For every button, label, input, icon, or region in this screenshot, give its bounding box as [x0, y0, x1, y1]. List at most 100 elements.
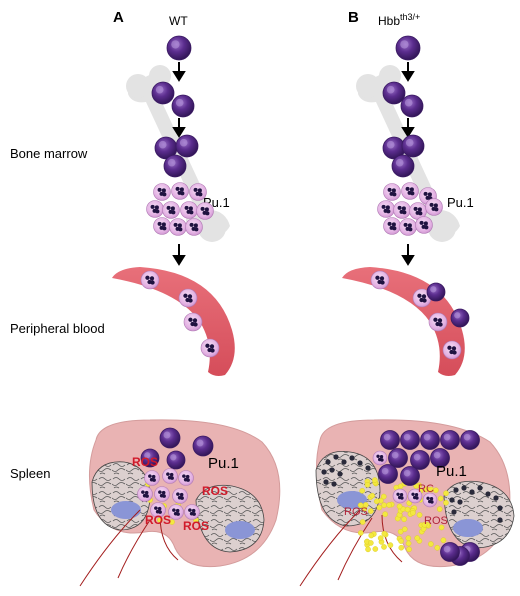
ros-particle [410, 510, 416, 516]
row-label-bone-marrow: Bone marrow [10, 146, 88, 161]
neutrophil-cell [412, 288, 432, 308]
ros-particle [404, 506, 411, 513]
neutrophil-cell [144, 470, 160, 486]
neutrophil-cell [140, 270, 160, 290]
neutrophil-cell [196, 202, 214, 220]
neutrophil-cell [153, 183, 171, 201]
neutrophil-cell [172, 488, 188, 504]
neutrophil-cell [392, 488, 408, 504]
spleen-b-ros-particles [357, 477, 449, 553]
ros-particle [414, 535, 420, 541]
neutrophil-cell [393, 201, 411, 219]
neutrophil-cell [162, 468, 178, 484]
neutrophil-cell [150, 502, 166, 518]
ros-particle [382, 511, 388, 517]
ros-particle [398, 544, 405, 551]
neutrophil-cell [178, 288, 198, 308]
panel-a-genotype: WT [169, 14, 188, 28]
arrows-b [401, 62, 415, 266]
neutrophil-cell [180, 201, 198, 219]
progenitor-cell [192, 435, 214, 457]
ros-particle [434, 544, 441, 551]
ros-particle [433, 487, 439, 493]
neutrophil-cell [189, 183, 207, 201]
ros-particle [443, 490, 449, 497]
progenitor-cell [400, 466, 420, 486]
ros-particle [387, 542, 394, 548]
spleen-a-ros-3: ROS [145, 513, 171, 527]
progenitor-cell [440, 542, 460, 562]
ros-particle [406, 546, 412, 553]
neutrophil-cell [415, 216, 433, 234]
ros-particle [368, 532, 375, 539]
neutrophil-cell [184, 504, 200, 520]
ros-particle [368, 508, 374, 514]
spleen-b-pu1: Pu.1 [436, 463, 467, 480]
neutrophil-cell [425, 198, 443, 216]
ros-particle [397, 528, 404, 535]
spleen-b-nerves [299, 509, 403, 587]
spleen-b-ros-2: ROS [424, 515, 448, 527]
progenitor-cell [159, 427, 181, 449]
neutrophil-cell [146, 200, 164, 218]
arrows-a [172, 62, 186, 266]
neutrophil-cell [185, 218, 203, 236]
ros-particle [381, 502, 387, 508]
neutrophil-cell [442, 340, 462, 360]
progenitor-cell [154, 136, 178, 160]
neutrophil-cell [422, 492, 438, 508]
neutrophil-cell [383, 217, 401, 235]
neutrophil-cell [383, 183, 401, 201]
neutrophil-cell [377, 200, 395, 218]
progenitor-cell [391, 154, 415, 178]
neutrophil-cell [183, 312, 203, 332]
spleen-a-ros-1: ROS [132, 455, 158, 469]
ros-particle [443, 499, 449, 506]
ros-particle [398, 538, 404, 544]
ros-particle [436, 506, 443, 512]
ros-particle [380, 493, 387, 500]
ros-particle [401, 526, 408, 532]
neutrophil-cell [154, 486, 170, 502]
neutrophil-cell [401, 182, 419, 200]
progenitor-cell [163, 154, 187, 178]
ros-particle [437, 495, 444, 502]
spleen-b-ros-1: ROS [344, 506, 368, 518]
panel-a-letter: A [113, 9, 124, 26]
ros-particle [372, 477, 378, 483]
panel-b-genotype: Hbbth3/+ [378, 12, 420, 28]
ros-particle [405, 535, 412, 541]
ros-particle [373, 498, 380, 505]
progenitor-cell [151, 81, 175, 105]
ros-particle [359, 519, 366, 525]
progenitor-cell [430, 448, 450, 468]
neutrophil-cell [399, 218, 417, 236]
progenitor-cell [420, 430, 440, 450]
ros-particle [376, 504, 383, 511]
progenitor-cell [401, 134, 425, 158]
ros-particle [381, 544, 387, 550]
row-label-spleen: Spleen [10, 466, 50, 481]
ros-particle [428, 541, 434, 547]
progenitor-cell [166, 35, 192, 61]
progenitor-cell [400, 430, 420, 450]
ros-particle [428, 486, 434, 493]
ros-particle [364, 481, 371, 488]
neutrophil-cell [200, 338, 220, 358]
neutrophil-cell [169, 218, 187, 236]
progenitor-cell [460, 430, 480, 450]
bone-a [126, 65, 230, 242]
progenitor-cell [395, 35, 421, 61]
neutrophil-cell [153, 217, 171, 235]
progenitor-cell [175, 134, 199, 158]
neutrophil-cell [407, 488, 423, 504]
ros-particle [369, 492, 376, 499]
ros-particle [386, 502, 392, 508]
neutrophil-cell [372, 450, 388, 466]
ros-particle [396, 503, 403, 510]
progenitor-cell [388, 448, 408, 468]
bone-marrow-pu1-b: Pu.1 [447, 195, 474, 210]
neutrophil-cell [168, 504, 184, 520]
ros-particle [406, 500, 413, 506]
